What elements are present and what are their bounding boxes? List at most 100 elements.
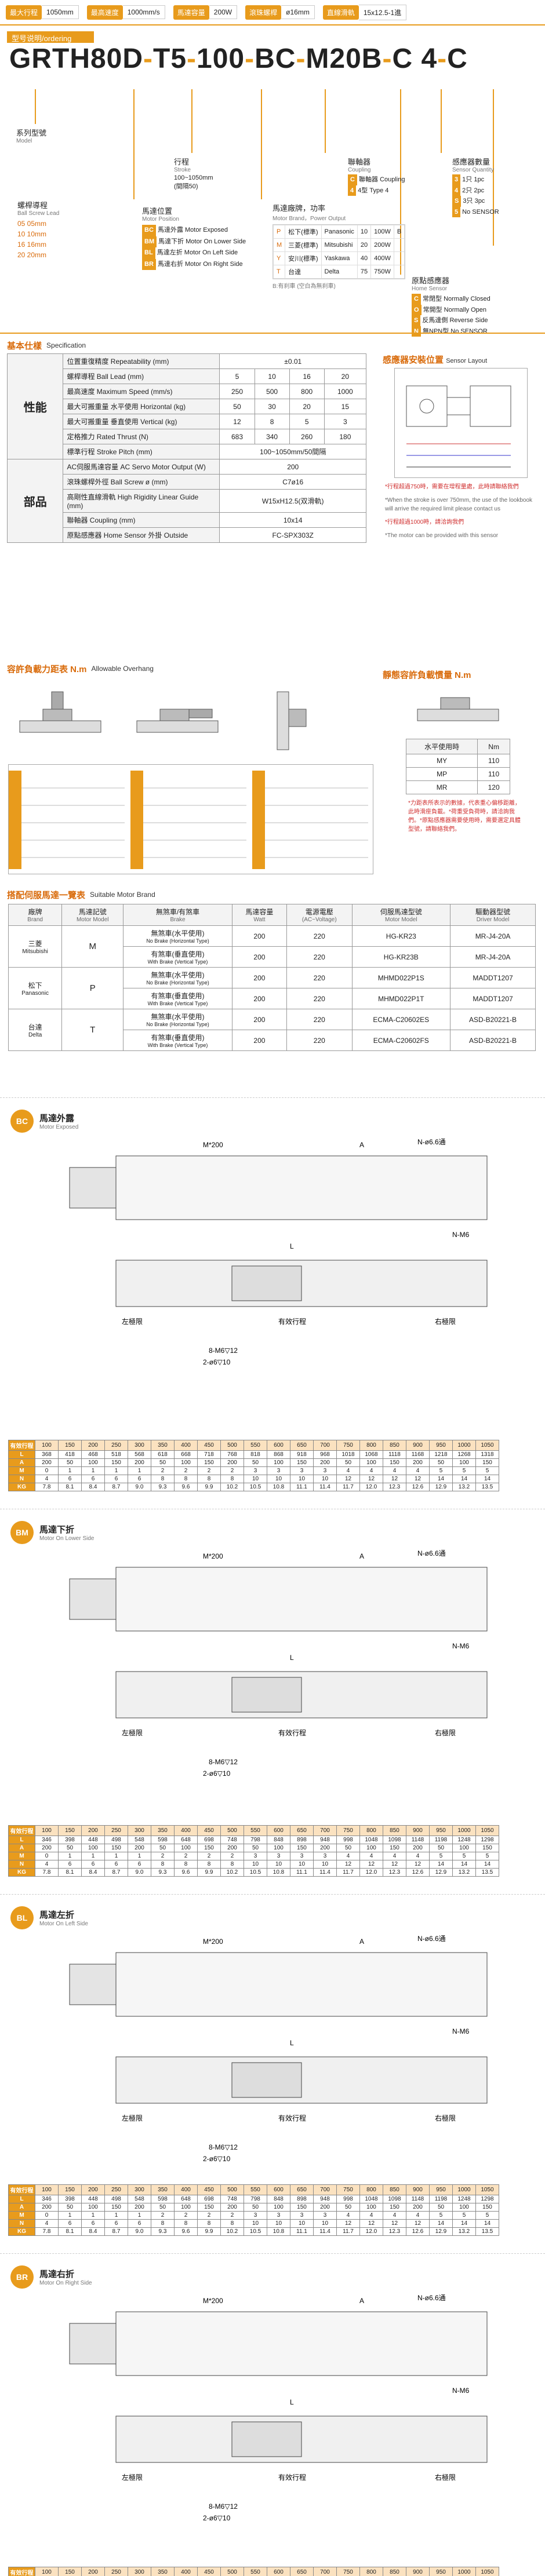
title-en: Motor Exposed (39, 1124, 79, 1130)
title-en: Motor On Right Side (39, 2280, 92, 2286)
dim-cell: 750 (336, 1825, 360, 1836)
dim-cell: 598 (151, 1836, 175, 1844)
dim-cell: 6 (81, 2219, 105, 2228)
dim-cell: 12.3 (383, 1483, 406, 1491)
dim-cell: 650 (290, 2184, 314, 2195)
dim-cell: 150 (104, 2203, 128, 2212)
dim-label: 8-M6▽12 (209, 1347, 238, 1355)
motor-header: 電源電壓(AC~Voltage) (286, 904, 353, 926)
dim-cell: 498 (104, 1836, 128, 1844)
dim-cell: 200 (35, 1458, 59, 1467)
dim-cell: 3 (313, 1466, 337, 1475)
dim-label: 有效行程 (278, 2114, 306, 2122)
dim-cell: 14 (475, 1475, 499, 1483)
spec-value: 500 (254, 384, 290, 399)
dim-cell: 4 (35, 1860, 59, 1869)
brand-cell: Yaskawa (321, 251, 358, 265)
ordering-section: 型号说明/ordering method GRTH80D-T5-100-BC-M… (0, 31, 545, 337)
dim-cell: 800 (359, 2184, 383, 2195)
dim-cell: 12.3 (383, 1868, 406, 1877)
dim-cell: 10.2 (220, 1483, 244, 1491)
sensor-option: C 常閉型 Normally Closed (412, 294, 490, 305)
dim-cell: 468 (81, 1450, 105, 1459)
spec-value: 100~1050mm/50間隔 (219, 444, 366, 459)
dim-cell: 1148 (406, 2195, 430, 2203)
dim-cell: 8 (151, 2219, 175, 2228)
dim-cell: N (8, 2219, 35, 2228)
spec-value: FC-SPX303Z (219, 527, 366, 543)
dim-cell: 50 (429, 1844, 453, 1852)
brake-cell: 有煞車(垂直使用)With Brake (Vertical Type) (123, 988, 232, 1009)
dim-cell: 10.5 (244, 1483, 267, 1491)
dim-cell: 11.1 (290, 1483, 314, 1491)
dim-cell: 400 (174, 2184, 198, 2195)
spec-value: 15x12.5-1進 (358, 4, 407, 20)
dim-cell: 4 (336, 2211, 360, 2220)
dim-cell: 418 (58, 1450, 82, 1459)
dim-cell: 600 (267, 1440, 290, 1451)
dim-cell: 698 (197, 1836, 221, 1844)
dim-cell: 650 (290, 1825, 314, 1836)
dim-label: N-M6 (452, 1231, 470, 1239)
dim-cell: 400 (174, 1825, 198, 1836)
dim-cell: 12 (406, 1475, 430, 1483)
brand-cell (393, 265, 405, 279)
spec-key: 最高速度 (86, 5, 123, 20)
dim-label: 8-M6▽12 (209, 2502, 238, 2511)
title-cn: 馬達下折 (39, 1525, 75, 1535)
dim-cell: 998 (336, 1836, 360, 1844)
dim-cell: 9.9 (197, 2227, 221, 2236)
dim-cell: 398 (58, 2195, 82, 2203)
dim-cell: 150 (290, 1844, 314, 1852)
dim-cell: 12.9 (429, 1868, 453, 1877)
dim-cell: 50 (429, 2203, 453, 2212)
dim-cell: 100 (35, 2567, 59, 2576)
dim-cell: 10 (313, 2219, 337, 2228)
dim-cell: 12.0 (359, 1868, 383, 1877)
dim-cell: 550 (244, 2184, 267, 2195)
option-code: 4 (452, 185, 461, 196)
motor-cell: ASD-B20221-B (450, 1030, 536, 1051)
dim-cell: 4 (383, 2211, 406, 2220)
dim-cell: 6 (81, 1860, 105, 1869)
motor-position-option: BM 馬達下折 Motor On Lower Side (142, 236, 246, 248)
dim-cell: 11.1 (290, 2227, 314, 2236)
dim-cell: 50 (151, 1458, 175, 1467)
spec-key: 最大行程 (6, 5, 42, 20)
option-code: BM (142, 236, 157, 248)
dim-cell: 1168 (406, 1450, 430, 1459)
dim-cell: 50 (244, 1458, 267, 1467)
drawing-badge: BC (10, 1110, 34, 1133)
dim-label: L (290, 2039, 294, 2047)
sensor-qty-option: S 3只 3pc (452, 196, 499, 207)
dim-cell: 1000 (452, 2184, 476, 2195)
dim-cell: 3 (290, 1466, 314, 1475)
brand-cell: P (272, 225, 286, 239)
dim-cell: 948 (313, 1836, 337, 1844)
dim-cell: 14 (429, 2219, 453, 2228)
motor-position-option: BC 馬達外露 Motor Exposed (142, 225, 246, 236)
dim-cell: 5 (452, 1466, 476, 1475)
moment-cell: 110 (477, 767, 510, 781)
dim-cell: 50 (336, 2203, 360, 2212)
dim-cell: 346 (35, 2195, 59, 2203)
dim-cell: 6 (81, 1475, 105, 1483)
dim-cell: 2 (220, 1852, 244, 1860)
dim-cell: 100 (35, 1825, 59, 1836)
dim-cell: 250 (104, 2567, 128, 2576)
dim-cell: 400 (174, 1440, 198, 1451)
dim-cell: 14 (475, 1860, 499, 1869)
dim-cell: 700 (313, 1440, 337, 1451)
brand-cell: T (272, 265, 286, 279)
dim-cell: 14 (452, 1475, 476, 1483)
dim-cell: 150 (383, 2203, 406, 2212)
dim-cell: L (8, 1836, 35, 1844)
motor-code: P (61, 967, 124, 1009)
option-en: Motor On Left Side (184, 249, 238, 257)
